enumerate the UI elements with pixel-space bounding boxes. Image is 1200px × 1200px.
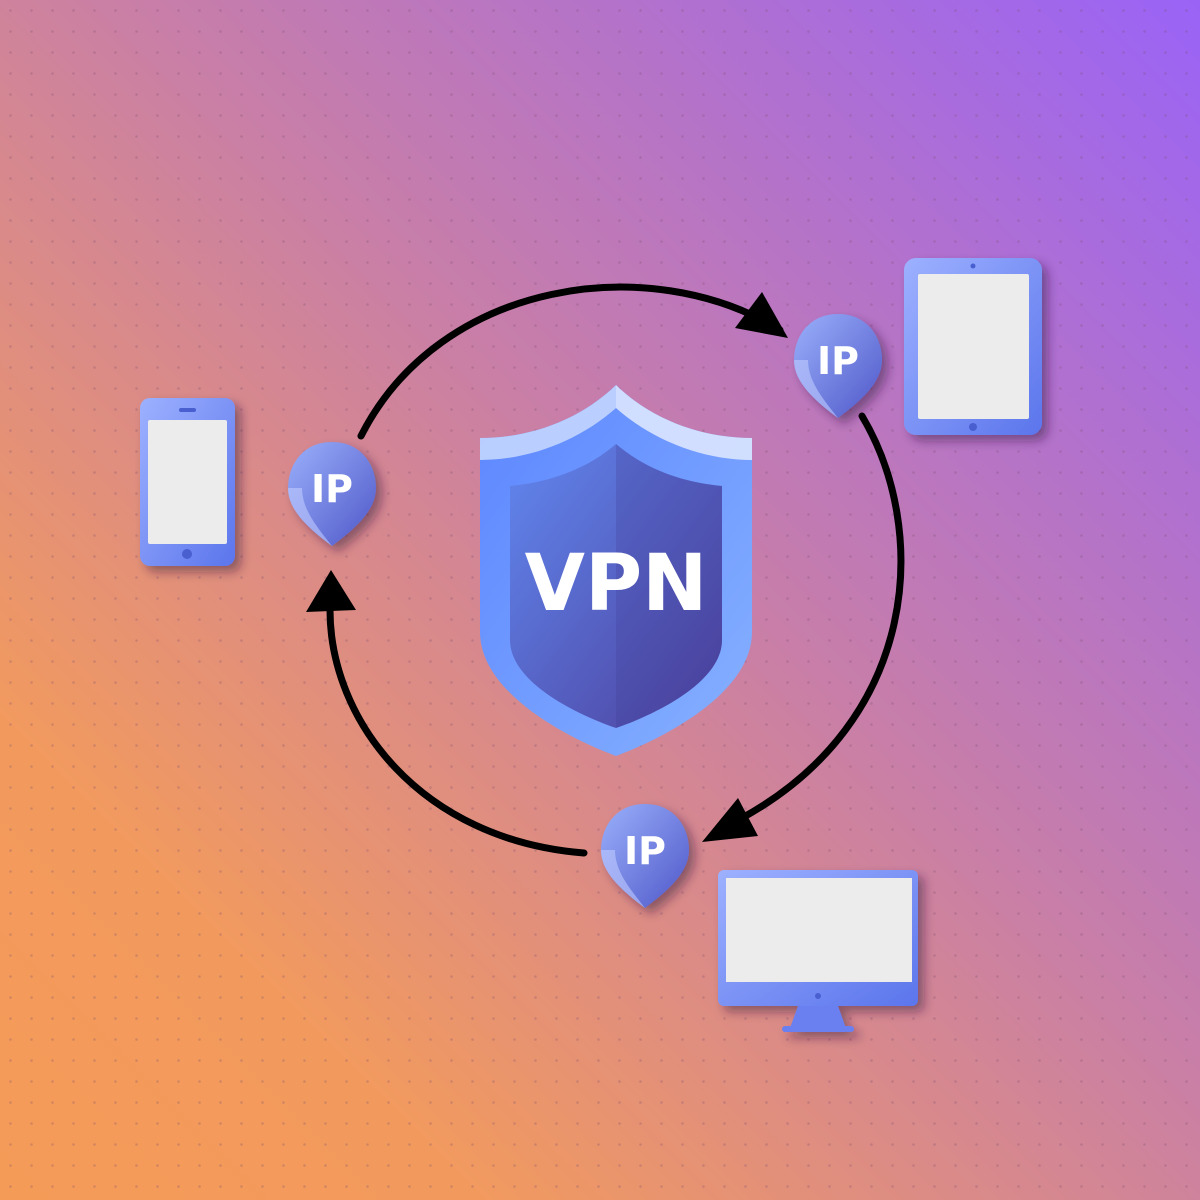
location-pin-icon	[288, 442, 376, 546]
location-pin-icon	[794, 314, 882, 418]
pin-label-bottom: IP	[624, 829, 666, 873]
arrowhead-bottom	[702, 798, 758, 842]
pin-label-left: IP	[311, 467, 353, 511]
cycle-arrows	[306, 283, 905, 857]
shield-icon: VPN	[480, 385, 752, 756]
arrowhead-left	[306, 570, 356, 612]
tablet-icon	[904, 258, 1042, 435]
pin-label-top-right: IP	[817, 339, 859, 383]
vpn-label: VPN	[525, 539, 708, 629]
smartphone-icon	[140, 398, 235, 566]
arrow-bottom-to-left	[326, 606, 588, 857]
arrow-top-right-to-bottom	[738, 412, 905, 822]
location-pin-icon	[601, 804, 689, 908]
arrow-left-to-top-right	[357, 283, 784, 440]
ip-pin-bottom: IP	[601, 804, 689, 908]
ip-pin-left: IP	[288, 442, 376, 546]
desktop-monitor-icon	[718, 870, 918, 1032]
ip-pin-top-right: IP	[794, 314, 882, 418]
arrowhead-top-right	[735, 292, 788, 338]
